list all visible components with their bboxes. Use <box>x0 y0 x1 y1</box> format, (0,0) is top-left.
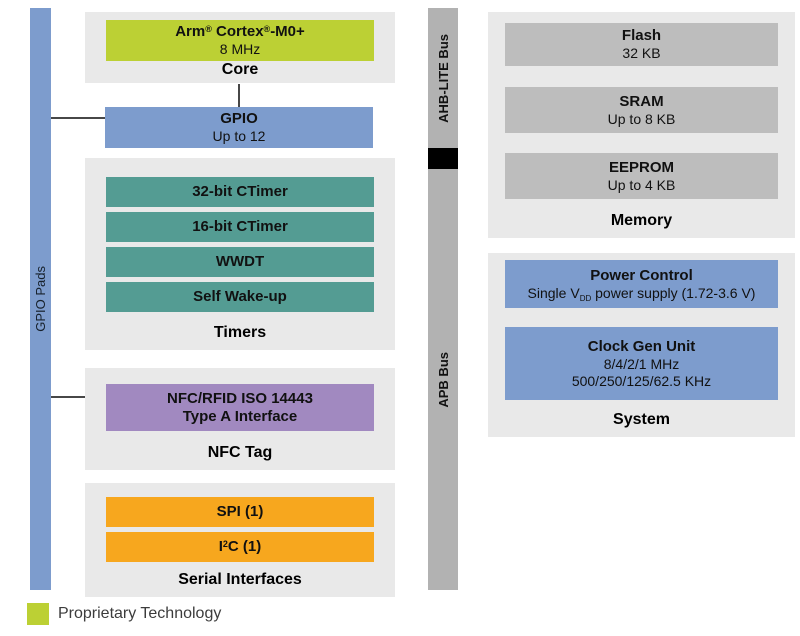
timer-block-16bit: 16-bit CTimer <box>106 212 374 242</box>
flash-subtitle: 32 KB <box>622 45 661 61</box>
eeprom-title: EEPROM <box>608 158 674 176</box>
connector-core-to-gpio <box>238 84 240 108</box>
wwdt-label: WWDT <box>215 253 265 270</box>
cpu-title: Arm® Cortex®-M0+ <box>175 23 305 40</box>
memory-group: Flash 32 KB SRAM Up to 8 KB EEPROM Up to… <box>488 12 795 238</box>
power-control-subtitle: Single VDD power supply (1.72-3.6 V) <box>527 284 756 303</box>
serial-group: SPI (1) I2C (1) Serial Interfaces <box>85 483 395 597</box>
connector-pads-to-gpio <box>51 117 105 119</box>
legend-label: Proprietary Technology <box>58 605 222 622</box>
gpio-pads-rail: GPIO Pads <box>30 8 51 590</box>
eeprom-subtitle: Up to 4 KB <box>607 176 676 193</box>
core-group-label: Core <box>221 61 259 78</box>
sram-title: SRAM <box>619 92 664 110</box>
apb-bus-label: APB Bus <box>435 351 451 408</box>
gpio-pads-label: GPIO Pads <box>33 266 48 332</box>
core-group: Arm® Cortex®-M0+ 8 MHz Core <box>85 12 395 83</box>
timer-block-selfwakeup: Self Wake-up <box>106 282 374 312</box>
clock-gen-title: Clock Gen Unit <box>587 337 696 355</box>
ahb-bus-segment: AHB-LITE Bus <box>428 8 458 148</box>
flash-title: Flash <box>621 27 662 44</box>
clock-gen-line2: 500/250/125/62.5 KHz <box>571 372 712 389</box>
ahb-bus-label: AHB-LITE Bus <box>435 33 451 123</box>
ahb-apb-bridge <box>428 148 458 169</box>
connector-pads-to-nfc <box>51 396 105 398</box>
clock-gen-line1: 8/4/2/1 MHz <box>603 355 680 372</box>
i2c-block: I2C (1) <box>106 532 374 562</box>
cpu-subtitle: 8 MHz <box>219 41 261 57</box>
system-group-label: System <box>613 411 670 428</box>
eeprom-block: EEPROM Up to 4 KB <box>505 153 778 199</box>
clock-gen-block: Clock Gen Unit 8/4/2/1 MHz 500/250/125/6… <box>505 327 778 400</box>
sram-subtitle: Up to 8 KB <box>607 110 676 127</box>
sram-block: SRAM Up to 8 KB <box>505 87 778 133</box>
timers-group: 32-bit CTimer 16-bit CTimer WWDT Self Wa… <box>85 158 395 350</box>
flash-block: Flash 32 KB <box>505 23 778 66</box>
spi-label: SPI (1) <box>216 503 264 520</box>
power-control-title: Power Control <box>590 266 693 284</box>
power-control-block: Power Control Single VDD power supply (1… <box>505 260 778 308</box>
gpio-title: GPIO <box>220 110 258 127</box>
spi-block: SPI (1) <box>106 497 374 527</box>
timer-block-wwdt: WWDT <box>106 247 374 277</box>
nfc-block: NFC/RFID ISO 14443 Type A Interface <box>106 384 374 431</box>
timers-group-label: Timers <box>213 324 267 341</box>
timer-16bit-label: 16-bit CTimer <box>192 218 288 235</box>
timer-32bit-label: 32-bit CTimer <box>192 183 288 200</box>
bus-rail: AHB-LITE Bus APB Bus <box>428 8 458 590</box>
legend-swatch-proprietary <box>27 603 49 625</box>
timer-block-32bit: 32-bit CTimer <box>106 177 374 207</box>
gpio-block: GPIO Up to 12 <box>105 107 373 148</box>
cpu-block: Arm® Cortex®-M0+ 8 MHz <box>106 20 374 61</box>
i2c-label: I2C (1) <box>218 538 262 555</box>
nfc-title-line2: Type A Interface <box>182 407 298 425</box>
memory-group-label: Memory <box>610 212 673 229</box>
apb-bus-segment: APB Bus <box>428 169 458 590</box>
nfc-title-line1: NFC/RFID ISO 14443 <box>167 389 313 407</box>
nfc-group-label: NFC Tag <box>207 444 273 461</box>
self-wakeup-label: Self Wake-up <box>193 288 287 305</box>
system-group: Power Control Single VDD power supply (1… <box>488 253 795 437</box>
serial-group-label: Serial Interfaces <box>178 571 302 588</box>
gpio-subtitle: Up to 12 <box>212 128 266 144</box>
nfc-group: NFC/RFID ISO 14443 Type A Interface NFC … <box>85 368 395 470</box>
